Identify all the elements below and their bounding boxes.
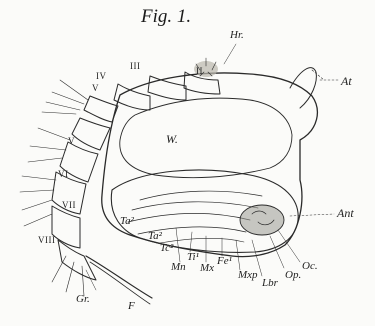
label-mxp: Mxp xyxy=(238,270,258,281)
label-ti1: Ti¹ xyxy=(187,252,199,263)
segment-label-II: II xyxy=(196,67,203,76)
setae-upper xyxy=(42,80,88,114)
label-tc2: Tc² xyxy=(160,243,173,254)
setae-tail xyxy=(52,256,84,296)
antenna-tip xyxy=(312,70,324,80)
segment-label-V: V xyxy=(68,137,75,146)
furca-spine-2 xyxy=(90,262,150,304)
label-oc: Oc. xyxy=(302,261,318,272)
leader-mn xyxy=(176,228,180,262)
leader-mxp xyxy=(236,240,240,270)
carapace-outline xyxy=(102,73,318,257)
limb-line-3 xyxy=(128,213,250,222)
label-fe1: Fe¹ xyxy=(217,256,232,267)
label-ant: Ant xyxy=(337,207,354,219)
label-mx: Mx xyxy=(200,263,214,274)
setae-mid xyxy=(28,128,70,162)
leader-hr xyxy=(224,44,236,64)
antenna xyxy=(290,68,316,108)
eye-region xyxy=(240,205,284,235)
abdomen-segment-VIII xyxy=(52,206,80,248)
furca-spine xyxy=(86,256,152,298)
limb-line-2 xyxy=(132,202,258,210)
segment-label-VIII: VIII xyxy=(38,236,56,245)
label-at: At xyxy=(341,75,352,87)
leader-oc xyxy=(278,230,300,262)
label-lbr: Lbr xyxy=(262,278,278,289)
limb-line-1 xyxy=(140,191,262,200)
segment-label-IV: IV xyxy=(96,72,107,81)
label-op: Op. xyxy=(285,270,301,281)
label-w: W. xyxy=(166,133,178,145)
segment-label-VI: VI xyxy=(58,170,69,179)
abdomen-segment-V xyxy=(72,118,110,150)
label-gr: Gr. xyxy=(76,294,90,305)
segment-label-VII: VII xyxy=(62,201,76,210)
label-ta2-b: Ta² xyxy=(120,216,134,227)
label-hr: Hr. xyxy=(230,30,244,41)
leader-ant xyxy=(290,214,334,216)
segment-label-III: III xyxy=(130,62,141,71)
segment-label-V-upper: V xyxy=(92,84,99,93)
label-ta2-a: Ta² xyxy=(148,231,162,242)
label-f: F xyxy=(128,301,135,312)
setae-lower xyxy=(20,176,56,226)
tergite-III xyxy=(148,76,186,100)
label-mn: Mn xyxy=(171,262,186,273)
